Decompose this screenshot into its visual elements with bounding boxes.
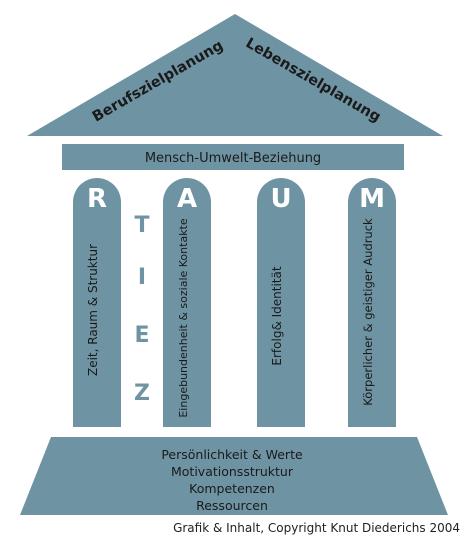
pillar-u	[257, 178, 305, 427]
roof	[27, 14, 443, 136]
beam-label: Mensch-Umwelt-Beziehung	[145, 151, 321, 166]
pillar-a-text: Eingebundenheit & soziale Kontakte	[177, 218, 190, 418]
base-line-2: Motivationsstruktur	[171, 464, 294, 479]
beam	[62, 144, 404, 170]
base-line-4: Ressourcen	[196, 498, 268, 513]
base-line-1: Persönlichkeit & Werte	[161, 447, 303, 462]
copyright-note: Grafik & Inhalt, Copyright Knut Diederic…	[173, 521, 460, 535]
pillar-m-text: Körperlicher & geistiger Audruck	[361, 218, 375, 406]
base	[20, 437, 448, 515]
zeit-letter-e: E	[134, 323, 149, 348]
pillar-r-letter: R	[87, 184, 107, 214]
pillar-a	[163, 178, 211, 427]
pillar-u-text: Erfolg& Identität	[270, 266, 284, 365]
pillar-r-text: Zeit, Raum & Struktur	[86, 244, 100, 376]
pillar-u-letter: U	[270, 184, 291, 214]
pillar-m	[348, 178, 396, 427]
pillar-m-letter: M	[359, 184, 385, 214]
pillar-a-letter: A	[177, 184, 197, 214]
pillar-r	[73, 178, 121, 427]
zeit-letter-z: Z	[134, 381, 150, 406]
zeit-letter-i: I	[138, 265, 146, 290]
base-line-3: Kompetenzen	[189, 481, 275, 496]
zeit-letter-t: T	[134, 213, 149, 238]
